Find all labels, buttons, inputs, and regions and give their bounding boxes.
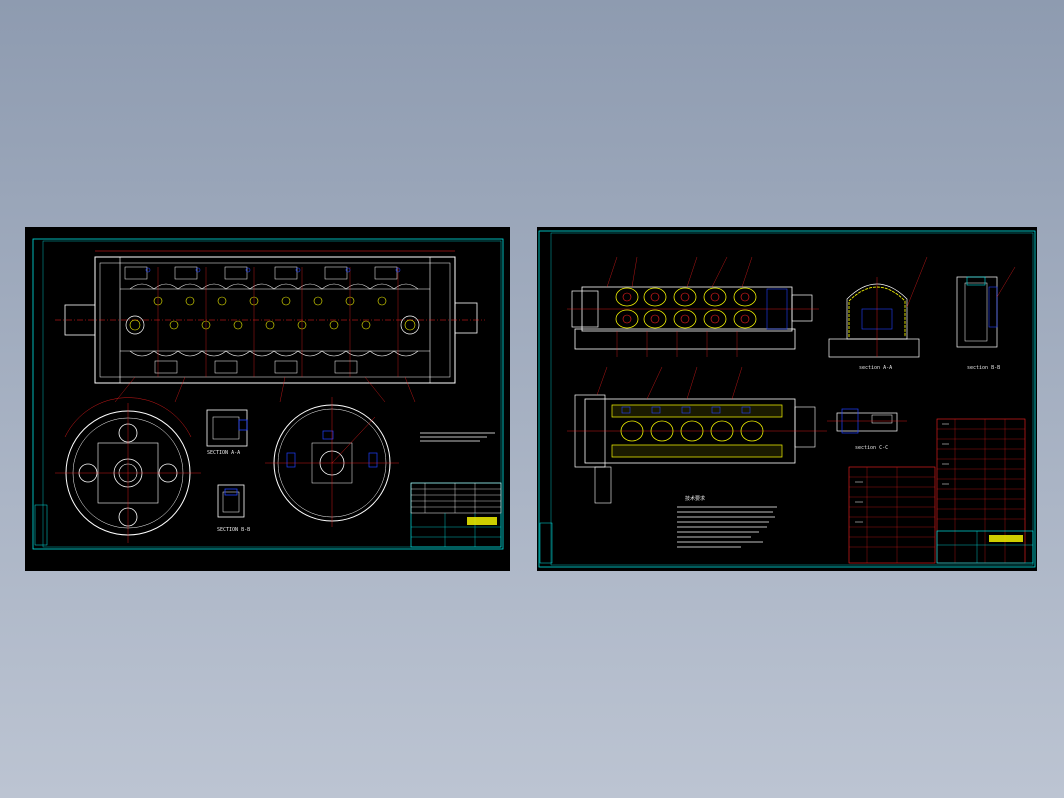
outer-frame [32, 238, 504, 550]
inner-frame [42, 240, 502, 548]
section-a-a-left [206, 409, 248, 447]
outer-frame [538, 230, 1036, 568]
drawing-sheet-right: section A-A section B-B section C-C 技术要求 [537, 227, 1037, 571]
inner-frame [550, 232, 1034, 566]
side-stamp-block [34, 504, 48, 546]
section-a-a-right [828, 256, 928, 358]
section-c-c-right [827, 408, 907, 434]
section-a-a-caption: SECTION A-A [207, 450, 240, 456]
section-b-b-right [956, 266, 1016, 348]
plan-assembly-view [567, 366, 827, 504]
top-view-long-body [55, 250, 485, 403]
end-view-left-flange [55, 397, 201, 543]
sheet-right-graphics: section A-A section B-B section C-C 技术要求 [538, 230, 1036, 568]
title-block-left [410, 482, 502, 548]
section-c-c-caption: section C-C [855, 445, 888, 451]
notes-block-left [420, 432, 495, 442]
front-assembly-view [567, 256, 819, 357]
sheet-left-graphics: SECTION A-A SECTION B-B [32, 238, 504, 550]
drawing-sheet-left: SECTION A-A SECTION B-B [25, 227, 510, 571]
section-a-a-right-caption: section A-A [859, 365, 892, 371]
technical-notes-right: 技术要求 [677, 495, 777, 548]
section-b-b-right-caption: section B-B [967, 365, 1000, 371]
title-block-right [936, 530, 1034, 564]
technical-notes-title: 技术要求 [685, 495, 705, 502]
side-stamp-block [539, 522, 553, 564]
end-view-right-disc [265, 397, 399, 527]
section-b-b-caption: SECTION B-B [217, 527, 250, 533]
section-b-b-left [217, 484, 245, 518]
parts-list-table [848, 418, 1026, 564]
